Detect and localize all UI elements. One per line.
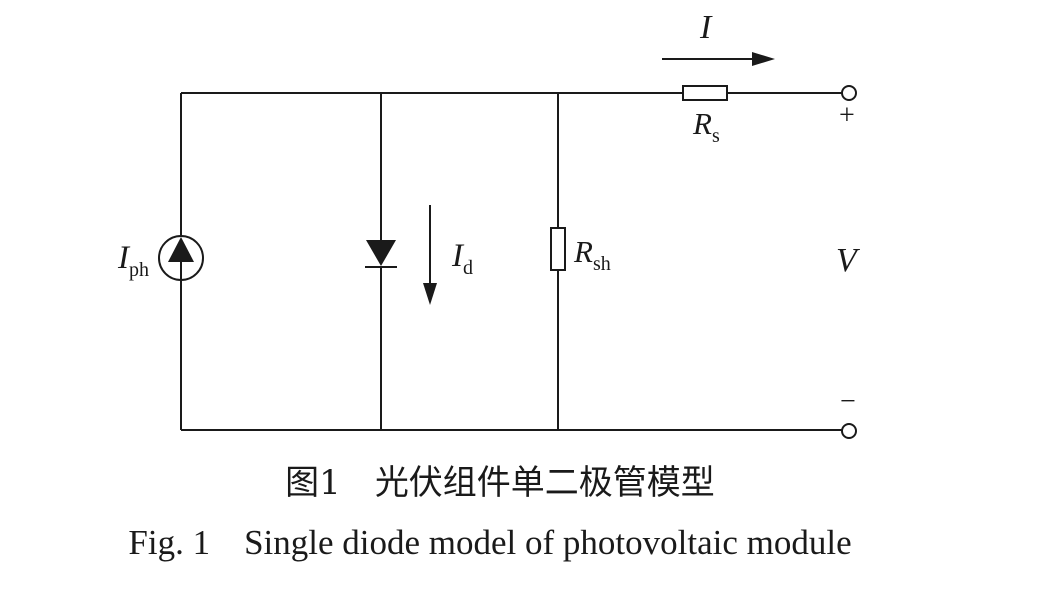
series-resistor-label: Rs [692, 106, 720, 147]
caption-cn-text: 光伏组件单二极管模型 [374, 463, 715, 503]
diode-symbol [365, 240, 397, 268]
negative-terminal [841, 423, 857, 439]
current-source-symbol [158, 235, 204, 281]
caption-en-text: Single diode model of photovoltaic modul… [244, 523, 852, 562]
shunt-resistor-label: Rsh [573, 234, 611, 275]
figure-caption-chinese: 图1 光伏组件单二极管模型 [0, 455, 1000, 504]
diode-current-label: Id [451, 238, 473, 279]
output-current-arrow [662, 52, 775, 66]
plus-sign: + [839, 100, 855, 131]
figure-caption-english: Fig. 1 Single diode model of photovoltaic… [0, 523, 980, 563]
caption-cn-number: 图1 [285, 463, 341, 503]
voltage-label: V [836, 242, 861, 279]
output-current-label: I [699, 9, 713, 46]
shunt-resistor-symbol [550, 227, 566, 271]
minus-sign: − [840, 386, 856, 417]
series-resistor-symbol [682, 85, 728, 101]
photo-current-label: Iph [117, 240, 149, 281]
diode-current-arrow [423, 205, 437, 305]
caption-en-number: Fig. 1 [128, 523, 211, 562]
positive-terminal [841, 85, 857, 101]
